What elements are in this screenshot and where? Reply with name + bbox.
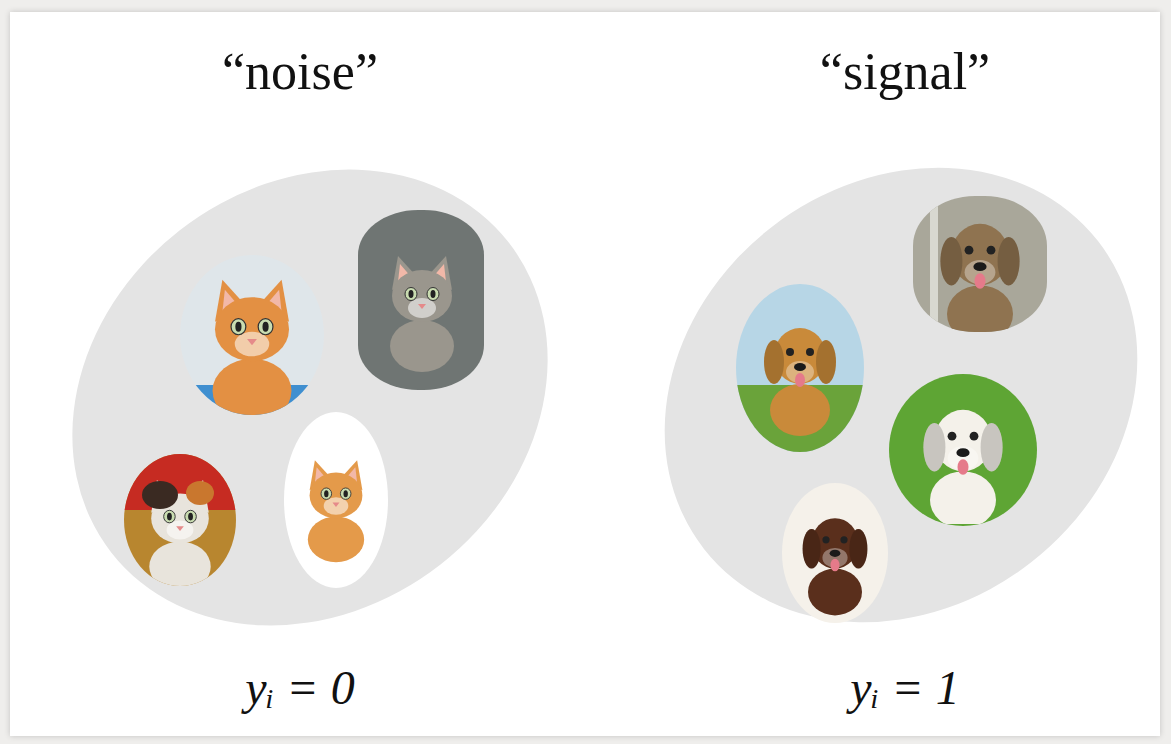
class-label: yᵢ = 0 [245, 660, 354, 715]
class-ellipse: “noise” [70, 160, 550, 635]
class-label: yᵢ = 1 [850, 660, 959, 715]
group-heading: “noise” [222, 42, 378, 102]
slide-panel: “noise”“signal” yᵢ = 0yᵢ = 1 [10, 12, 1160, 736]
ellipse-outline [662, 160, 1140, 630]
class-ellipse: “signal” [662, 160, 1140, 630]
ellipse-outline [70, 160, 550, 635]
group-heading: “signal” [820, 42, 990, 102]
